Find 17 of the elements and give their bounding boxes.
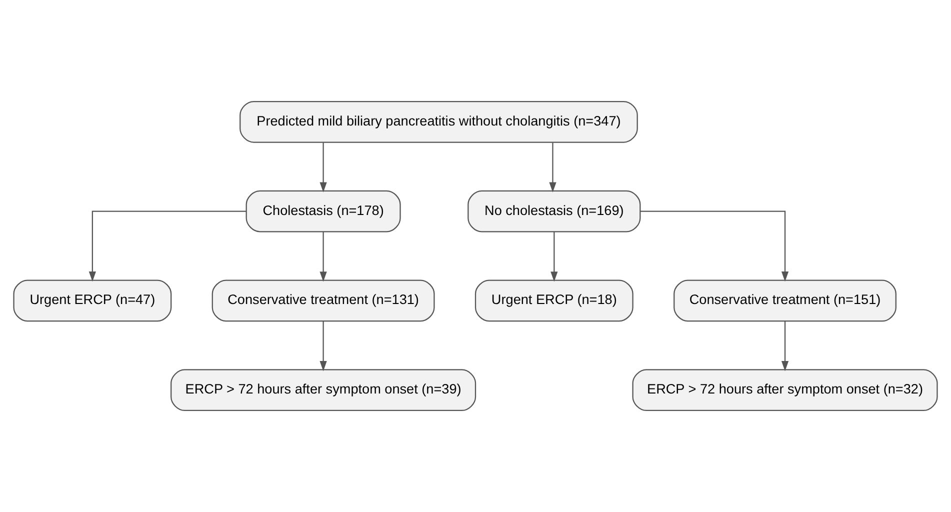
- node-box: ERCP > 72 hours after symptom onset (n=32): [632, 369, 938, 412]
- node-box: ERCP > 72 hours after symptom onset (n=39): [170, 369, 476, 412]
- node-box: Conservative treatment (n=151): [674, 280, 896, 322]
- arrow: [781, 321, 789, 372]
- node-box: No cholestasis (n=169): [468, 190, 641, 232]
- arrow: [88, 210, 246, 282]
- node-box: Cholestasis (n=178): [246, 190, 401, 232]
- node-box: Urgent ERCP (n=18): [474, 280, 634, 322]
- arrow: [320, 321, 327, 372]
- arrow: [320, 232, 327, 282]
- node-box: Urgent ERCP (n=47): [13, 280, 172, 322]
- arrow: [640, 210, 789, 282]
- arrow: [320, 142, 327, 192]
- arrow: [549, 142, 556, 192]
- arrow: [550, 232, 558, 282]
- node-box: Predicted mild biliary pancreatitis without cholangitis (n=347): [240, 100, 638, 143]
- node-box: Conservative treatment (n=131): [212, 280, 435, 322]
